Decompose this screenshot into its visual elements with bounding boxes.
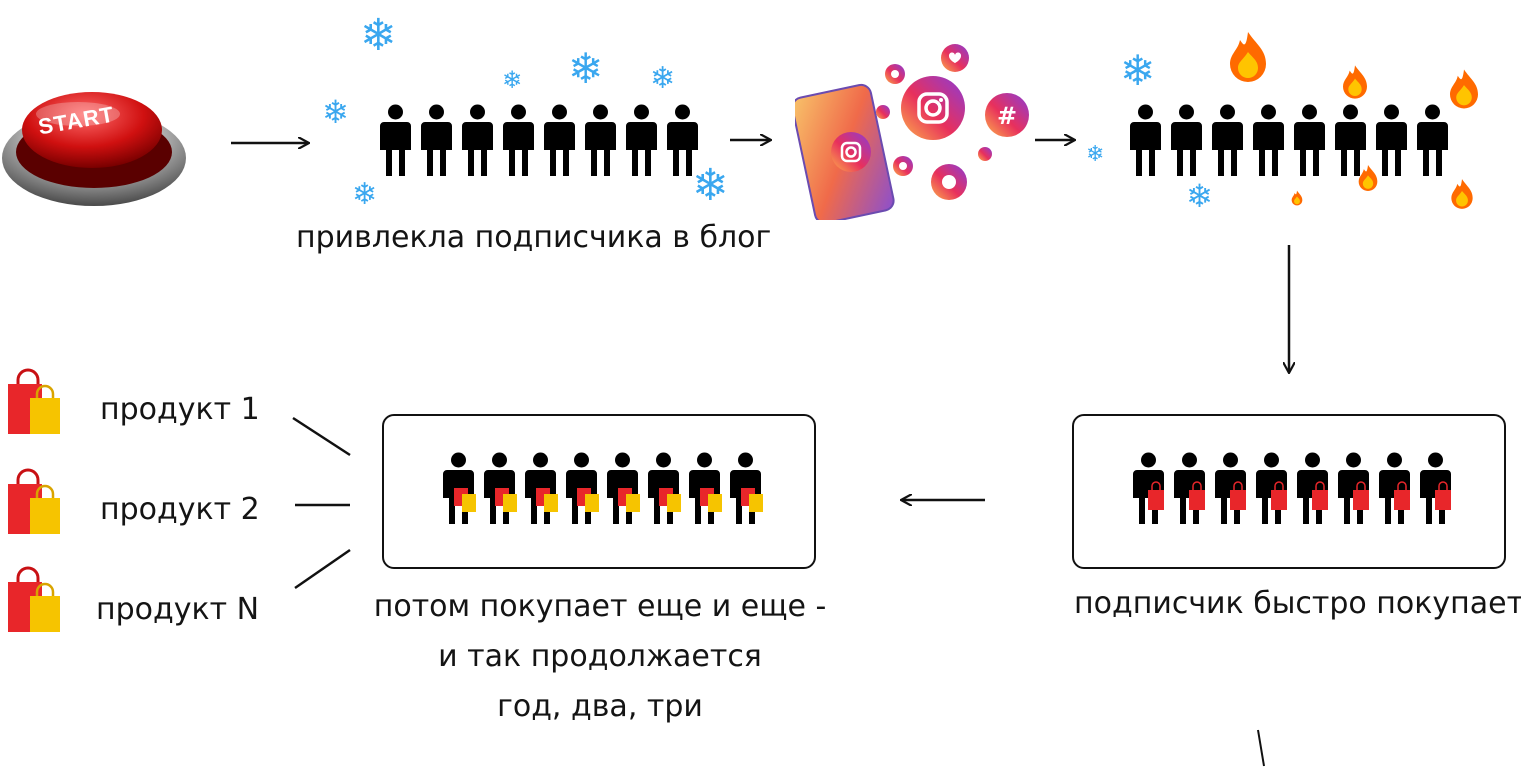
- product-n-line: [295, 550, 350, 588]
- fire-icon: [1290, 190, 1304, 206]
- person-icon: [375, 104, 416, 176]
- person-with-bag-icon: [1415, 452, 1456, 524]
- person-icon: [621, 104, 662, 176]
- person-icon: [1289, 104, 1330, 176]
- person-icon: [580, 104, 621, 176]
- heart-icon: [885, 64, 905, 84]
- person-icon: [457, 104, 498, 176]
- person-with-two-bags-icon: [684, 452, 725, 524]
- person-icon: [1125, 104, 1166, 176]
- fire-icon: [1446, 68, 1482, 110]
- snowflake-icon: ❄: [1120, 50, 1155, 92]
- instagram-icon: [901, 76, 965, 140]
- heart-icon: [893, 156, 913, 176]
- product-2-label: продукт 2: [100, 490, 260, 530]
- person-with-bag-icon: [1333, 452, 1374, 524]
- fire-icon: [1448, 178, 1476, 210]
- person-with-bag-icon: [1374, 452, 1415, 524]
- shopping-bag-icon: [6, 468, 62, 536]
- person-with-bag-icon: [1210, 452, 1251, 524]
- fire-icon: [1340, 64, 1370, 100]
- snowflake-icon: ❄: [568, 48, 603, 90]
- stray-mark: [1258, 730, 1264, 766]
- social-media-graphic: #: [795, 40, 1035, 220]
- person-icon: [1412, 104, 1453, 176]
- person-with-bag-icon: [1251, 452, 1292, 524]
- person-with-two-bags-icon: [520, 452, 561, 524]
- person-with-bag-icon: [1292, 452, 1333, 524]
- person-with-bag-icon: [1128, 452, 1169, 524]
- heart-icon: [931, 164, 967, 200]
- person-with-two-bags-icon: [561, 452, 602, 524]
- snowflake-icon: ❄: [1186, 180, 1213, 212]
- buy-caption: подписчик быстро покупает: [1074, 584, 1521, 624]
- fire-icon: [1356, 164, 1380, 192]
- heart-icon: [941, 44, 969, 72]
- repeat-buyers: [438, 452, 766, 524]
- snowflake-icon: ❄: [322, 96, 349, 128]
- person-with-bag-icon: [1169, 452, 1210, 524]
- start-button: START: [0, 78, 188, 210]
- snowflake-icon: ❄: [692, 164, 729, 208]
- person-with-two-bags-icon: [602, 452, 643, 524]
- person-icon: [1248, 104, 1289, 176]
- heart-icon: [978, 147, 992, 161]
- person-with-two-bags-icon: [438, 452, 479, 524]
- buying-subscribers: [1128, 452, 1456, 524]
- product-1-label: продукт 1: [100, 390, 260, 430]
- hashtag-icon: #: [985, 93, 1029, 137]
- repeat-caption-line-2: и так продолжается: [370, 632, 830, 682]
- snowflake-icon: ❄: [352, 180, 377, 210]
- person-icon: [1207, 104, 1248, 176]
- shopping-bag-icon: [6, 368, 62, 436]
- attract-caption: привлекла подписчика в блог: [296, 218, 771, 258]
- snowflake-icon: ❄: [650, 64, 675, 94]
- person-icon: [1166, 104, 1207, 176]
- person-with-two-bags-icon: [643, 452, 684, 524]
- product-1-line: [293, 418, 350, 455]
- person-with-two-bags-icon: [725, 452, 766, 524]
- person-icon: [416, 104, 457, 176]
- repeat-caption: потом покупает еще и еще - и так продолж…: [370, 582, 830, 732]
- warm-subscribers: [1125, 104, 1453, 176]
- snowflake-icon: ❄: [1086, 144, 1104, 166]
- svg-text:#: #: [997, 102, 1017, 130]
- shopping-bag-icon: [6, 566, 62, 634]
- person-icon: [539, 104, 580, 176]
- repeat-caption-line-1: потом покупает еще и еще -: [370, 582, 830, 632]
- instagram-icon: [831, 132, 871, 172]
- person-with-two-bags-icon: [479, 452, 520, 524]
- person-icon: [498, 104, 539, 176]
- repeat-caption-line-3: год, два, три: [370, 682, 830, 732]
- heart-icon: [876, 105, 890, 119]
- fire-icon: [1226, 30, 1270, 84]
- snowflake-icon: ❄: [502, 68, 522, 92]
- cold-subscribers: [375, 104, 703, 176]
- product-n-label: продукт N: [96, 590, 259, 630]
- snowflake-icon: ❄: [360, 14, 397, 58]
